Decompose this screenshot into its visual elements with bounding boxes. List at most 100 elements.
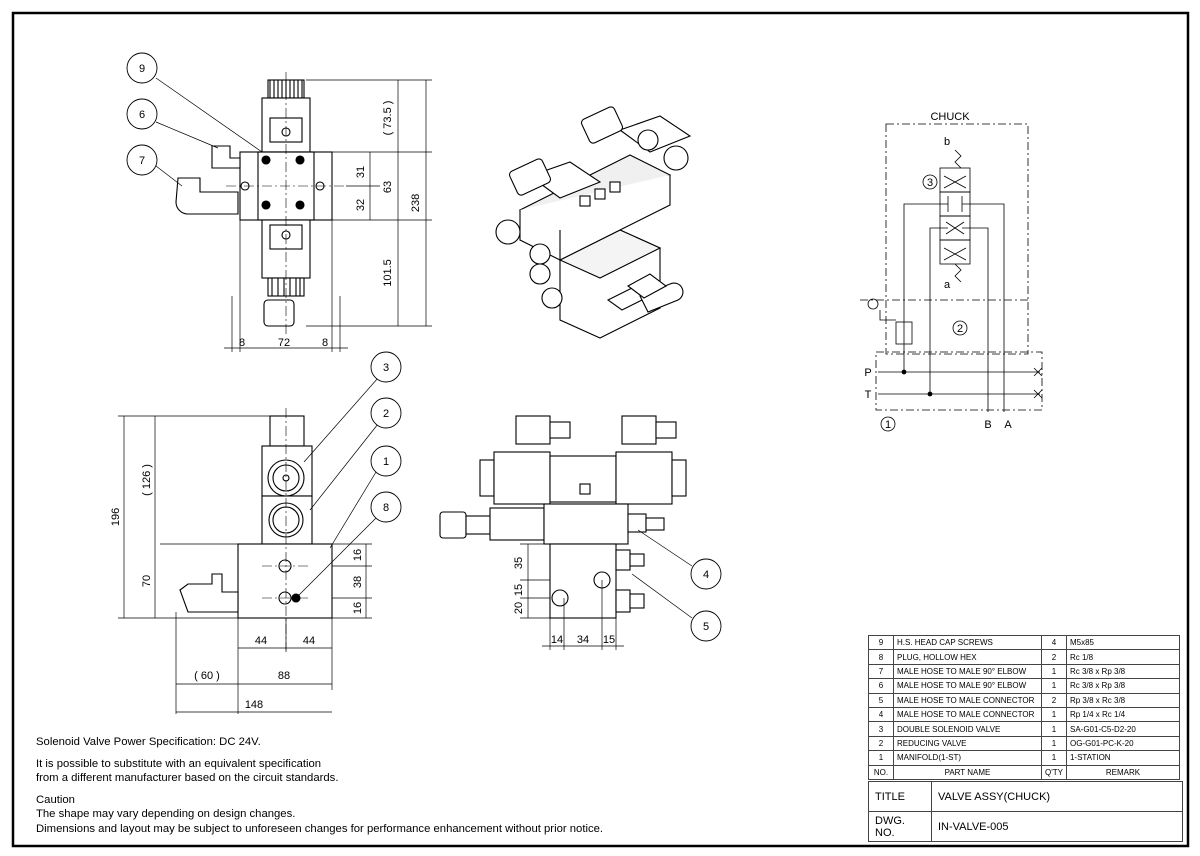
dim-44b: 44 <box>303 635 315 647</box>
title-label: TITLE <box>868 781 932 812</box>
circuit-title: CHUCK <box>930 111 970 123</box>
dwg-no-label: DWG. NO. <box>868 811 932 842</box>
dim-16a: 16 <box>352 549 364 561</box>
dim-126: ( 126 ) <box>141 464 153 496</box>
rear-view-dimensions <box>520 529 693 650</box>
dim-32: 32 <box>355 199 367 211</box>
bom-qty: 4 <box>1041 634 1067 651</box>
dim-148: 148 <box>245 699 263 711</box>
balloon-8: 8 <box>370 491 402 523</box>
dim-101-5: 101.5 <box>382 259 394 287</box>
svg-text:8: 8 <box>383 502 389 514</box>
bom-qty: 1 <box>1041 735 1067 752</box>
side-view-dimensions <box>118 415 372 714</box>
circuit-label-B: B <box>984 419 991 431</box>
bom-part: MANIFOLD(1-ST) <box>893 750 1042 766</box>
dim-238: 238 <box>410 194 422 212</box>
dim-31: 31 <box>355 166 367 178</box>
dim-35: 35 <box>513 557 525 569</box>
bom-header-remark: REMARK <box>1065 764 1180 780</box>
bom-no: 8 <box>868 649 894 665</box>
svg-text:3: 3 <box>927 177 933 189</box>
sheet-border <box>11 11 1190 848</box>
balloon-6: 6 <box>126 98 158 130</box>
bom-no: 3 <box>868 721 894 737</box>
svg-text:1: 1 <box>383 456 389 468</box>
balloon-3: 3 <box>370 351 402 383</box>
side-view <box>179 415 333 619</box>
balloon-2: 2 <box>370 397 402 429</box>
dim-70: 70 <box>141 575 153 587</box>
circuit-label-A: A <box>1004 419 1012 431</box>
bom-remark: Rp 3/8 x Rc 3/8 <box>1065 692 1180 708</box>
bom-part: PLUG, HOLLOW HEX <box>893 649 1042 665</box>
dim-73-5: ( 73.5 ) <box>382 101 394 136</box>
bom-part: MALE HOSE TO MALE CONNECTOR <box>893 706 1042 723</box>
bom-part: MALE HOSE TO MALE 90° ELBOW <box>893 678 1042 694</box>
bom-part: REDUCING VALVE <box>893 735 1042 752</box>
dim-72: 72 <box>278 337 290 349</box>
bom-qty: 1 <box>1041 678 1067 694</box>
svg-text:2: 2 <box>957 323 963 335</box>
circuit-item-1: 1 <box>880 416 896 432</box>
bom-remark: Rc 1/8 <box>1065 649 1180 665</box>
note-caution-title: Caution <box>36 793 75 806</box>
front-view-dimensions <box>224 79 432 352</box>
bom-no: 1 <box>868 750 894 766</box>
bom-no: 6 <box>868 678 894 694</box>
bom-header-no: NO. <box>868 764 894 780</box>
bom-qty: 1 <box>1041 663 1067 680</box>
bom-remark: M5x85 <box>1065 634 1180 651</box>
balloon-1: 1 <box>370 445 402 477</box>
balloon-9: 9 <box>126 52 158 84</box>
note-caution-1: The shape may vary depending on design c… <box>36 808 296 820</box>
balloon-5: 5 <box>690 610 722 642</box>
side-view-centerlines <box>262 408 310 650</box>
dim-88: 88 <box>278 670 290 682</box>
dim-34: 34 <box>577 634 589 646</box>
front-view <box>175 72 346 336</box>
svg-text:9: 9 <box>139 63 145 75</box>
circuit-item-2: 2 <box>952 320 968 336</box>
bom-part: H.S. HEAD CAP SCREWS <box>893 634 1042 651</box>
circuit-item-3: 3 <box>922 174 938 190</box>
bom-qty: 1 <box>1041 750 1067 766</box>
dim-15: 15 <box>513 584 525 596</box>
balloon-7: 7 <box>126 144 158 176</box>
bom-no: 9 <box>868 634 894 651</box>
balloon-4: 4 <box>690 558 722 590</box>
bom-no: 4 <box>868 706 894 723</box>
svg-text:2: 2 <box>383 408 389 420</box>
bom-remark: Rc 3/8 x Rp 3/8 <box>1065 678 1180 694</box>
bom-part: DOUBLE SOLENOID VALVE <box>893 721 1042 737</box>
balloon-leaders-front <box>155 77 263 187</box>
svg-text:7: 7 <box>139 155 145 167</box>
title-value: VALVE ASSY(CHUCK) <box>931 781 1183 812</box>
bom-no: 2 <box>868 735 894 752</box>
circuit-port-b: b <box>944 136 950 148</box>
bom-no: 5 <box>868 692 894 708</box>
bom-header-part: PART NAME <box>893 764 1042 780</box>
dim-38: 38 <box>352 576 364 588</box>
hydraulic-circuit <box>860 123 1043 412</box>
rear-view <box>439 415 687 619</box>
bom-part: MALE HOSE TO MALE CONNECTOR <box>893 692 1042 708</box>
bom-remark: 1-STATION <box>1065 750 1180 766</box>
bom-qty: 2 <box>1041 692 1067 708</box>
dim-15b: 15 <box>603 634 615 646</box>
svg-text:5: 5 <box>703 621 709 633</box>
dim-63: 63 <box>382 181 394 193</box>
bom-qty: 1 <box>1041 706 1067 723</box>
bom-part: MALE HOSE TO MALE 90° ELBOW <box>893 663 1042 680</box>
dim-20: 20 <box>513 602 525 614</box>
dwg-no-value: IN-VALVE-005 <box>931 811 1183 842</box>
dim-8b: 8 <box>322 337 328 349</box>
